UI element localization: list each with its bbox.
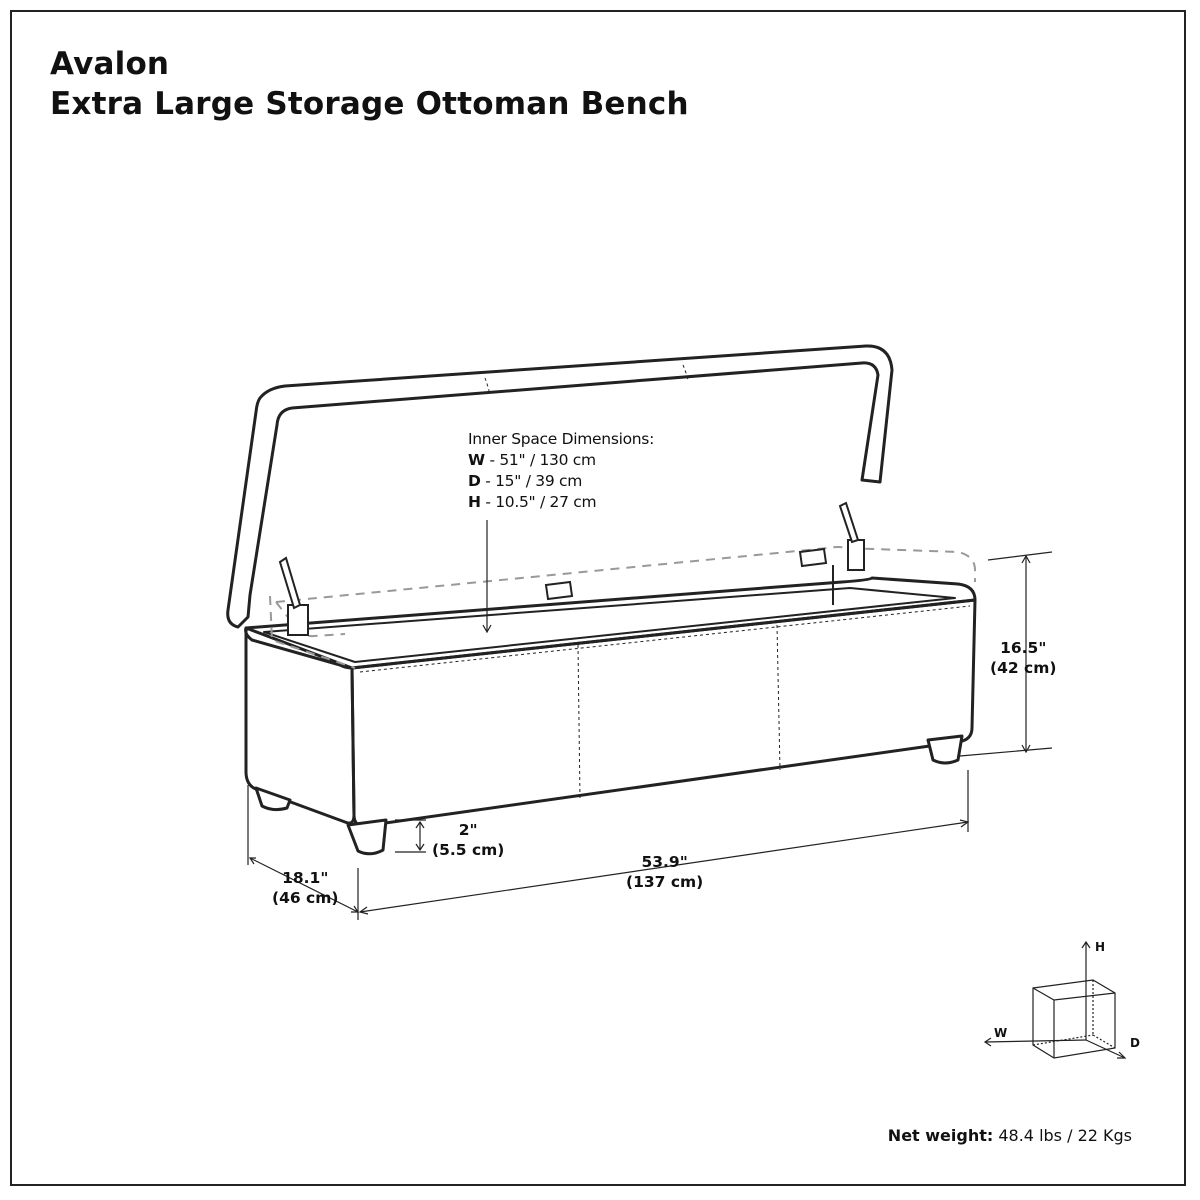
inner-space-pointer bbox=[482, 520, 492, 634]
width-inches: 53.9" bbox=[641, 853, 688, 871]
bench-body bbox=[244, 576, 977, 828]
axis-cube-icon bbox=[983, 940, 1127, 1059]
inner-width-value: - 51" / 130 cm bbox=[484, 451, 596, 469]
net-weight-value: 48.4 lbs / 22 Kgs bbox=[993, 1126, 1132, 1145]
lid-hinges bbox=[278, 501, 865, 636]
bench-lid bbox=[226, 344, 894, 629]
inner-height-row: H - 10.5" / 27 cm bbox=[468, 492, 654, 513]
inner-space-dimensions: Inner Space Dimensions: W - 51" / 130 cm… bbox=[468, 429, 654, 513]
inner-height-value: - 10.5" / 27 cm bbox=[480, 493, 597, 511]
width-cm: (137 cm) bbox=[626, 873, 704, 891]
bench-legs bbox=[254, 734, 964, 856]
net-weight: Net weight: 48.4 lbs / 22 Kgs bbox=[888, 1126, 1132, 1145]
axis-label-d: D bbox=[1130, 1036, 1140, 1050]
leg-height-inches: 2" bbox=[458, 821, 478, 839]
width-dimension-label: 53.9" (137 cm) bbox=[626, 852, 703, 892]
inner-depth-value: - 15" / 39 cm bbox=[480, 472, 583, 490]
leg-height-cm: (5.5 cm) bbox=[432, 841, 505, 859]
depth-cm: (46 cm) bbox=[272, 889, 339, 907]
inner-depth-key: D bbox=[468, 472, 481, 490]
depth-dimension-label: 18.1" (46 cm) bbox=[272, 868, 338, 908]
axis-label-h: H bbox=[1095, 940, 1106, 954]
leg-height-dimension-label: 2" (5.5 cm) bbox=[432, 820, 504, 860]
axis-label-w: W bbox=[994, 1026, 1008, 1040]
height-cm: (42 cm) bbox=[990, 659, 1057, 677]
inner-width-key: W bbox=[468, 451, 485, 469]
inner-height-key: H bbox=[468, 493, 481, 511]
product-title: Avalon Extra Large Storage Ottoman Bench bbox=[50, 44, 689, 124]
dimension-lines bbox=[247, 551, 1053, 920]
inner-space-heading: Inner Space Dimensions: bbox=[468, 430, 655, 448]
height-inches: 16.5" bbox=[1000, 639, 1047, 657]
height-dimension-label: 16.5" (42 cm) bbox=[990, 638, 1056, 678]
net-weight-label: Net weight: bbox=[887, 1126, 994, 1145]
depth-inches: 18.1" bbox=[282, 869, 329, 887]
inner-width-row: W - 51" / 130 cm bbox=[468, 450, 654, 471]
title-line-1: Avalon bbox=[50, 46, 170, 82]
inner-depth-row: D - 15" / 39 cm bbox=[468, 471, 654, 492]
title-line-2: Extra Large Storage Ottoman Bench bbox=[50, 86, 689, 122]
image-frame bbox=[10, 10, 1186, 1186]
